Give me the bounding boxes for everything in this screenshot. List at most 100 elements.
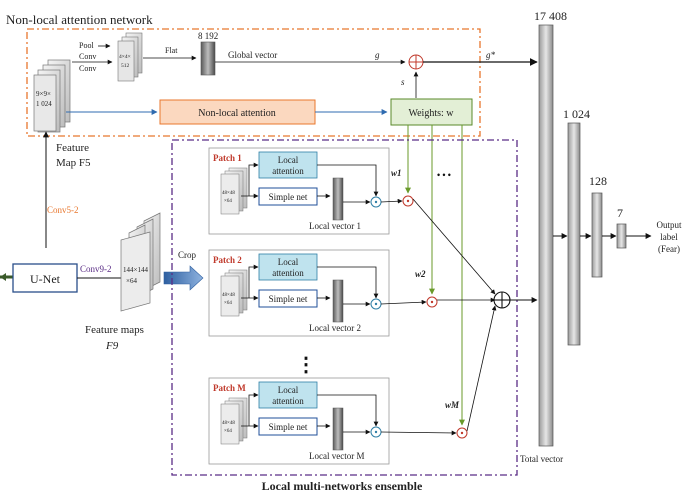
fc-layers-group: 17 408 Total vector 1 024 128 7 Output l… bbox=[520, 9, 682, 464]
nonlocal-attention-label: Non-local attention bbox=[198, 108, 275, 119]
fc-dim-4: 7 bbox=[617, 206, 623, 220]
fc-dim-1: 17 408 bbox=[534, 9, 567, 23]
ellipsis-dots: • • • bbox=[437, 170, 451, 180]
local-attention-line1-1: Local bbox=[278, 155, 299, 165]
arrow-multiplier-sum-1 bbox=[412, 198, 496, 295]
arrow-multiplier-sum-3 bbox=[466, 305, 497, 432]
feature-stack-f5 bbox=[33, 59, 71, 133]
output-label-line3: (Fear) bbox=[658, 244, 680, 254]
crop-arrow bbox=[163, 265, 204, 291]
local-vector-bar-2 bbox=[332, 279, 344, 323]
patch-stack-front-1 bbox=[220, 173, 240, 215]
weight-multiplier-center-2 bbox=[430, 300, 434, 304]
arrow-dot-multiplier-2 bbox=[380, 299, 427, 305]
dim-1024: 1 024 bbox=[36, 100, 52, 108]
weight-label-3: wM bbox=[445, 400, 460, 410]
weight-multiplier-center-3 bbox=[460, 431, 464, 435]
simple-net-box-2 bbox=[258, 289, 318, 308]
label-feature-f5-line2: Map F5 bbox=[56, 157, 91, 169]
weights-box bbox=[390, 98, 473, 126]
simple-net-box-3 bbox=[258, 417, 318, 436]
label-g-star: g* bbox=[486, 50, 496, 60]
nonlocal-network-title: Non-local attention network bbox=[6, 12, 153, 27]
label-s: s bbox=[401, 77, 405, 87]
simple-net-label-2: Simple net bbox=[269, 294, 308, 304]
fc-bar-2 bbox=[567, 122, 581, 346]
fc-dim-2: 1 024 bbox=[563, 107, 590, 121]
patch-stack-front-3 bbox=[220, 403, 240, 445]
arrow-localatt-dot-1 bbox=[317, 164, 379, 197]
arrow-stack-localatt-2 bbox=[248, 264, 259, 298]
flat-vector-bar bbox=[200, 41, 216, 76]
fc-bar-1 bbox=[538, 24, 554, 447]
patch-size-line1-3: 48×48 bbox=[222, 421, 235, 426]
output-label-line2: label bbox=[660, 232, 678, 242]
unet-label: U-Net bbox=[30, 272, 61, 286]
label-feature-f5-line1: Feature bbox=[56, 142, 89, 154]
local-vector-bar-1 bbox=[332, 177, 344, 221]
simple-net-label-1: Simple net bbox=[269, 192, 308, 202]
total-vector-label: Total vector bbox=[520, 454, 563, 464]
arrow-dot-multiplier-1 bbox=[380, 198, 403, 204]
local-attention-line2-2: attention bbox=[272, 268, 304, 278]
arrow-localatt-dot-2 bbox=[317, 266, 379, 299]
local-attention-line1-2: Local bbox=[278, 257, 299, 267]
ensemble-frame bbox=[171, 139, 518, 476]
simple-net-label-3: Simple net bbox=[269, 422, 308, 432]
fc-bar-3 bbox=[591, 192, 603, 278]
patch-size-line1-2: 48×48 bbox=[222, 293, 235, 298]
arrow-stack-localatt-1 bbox=[248, 162, 259, 196]
nonlocal-network-frame bbox=[26, 28, 481, 137]
label-conv-2: Conv bbox=[79, 64, 96, 73]
output-label-line1: Output bbox=[656, 220, 682, 230]
weight-label-2: w2 bbox=[415, 269, 426, 279]
vertical-dots: ⋮ bbox=[296, 354, 316, 376]
label-conv5-2: Conv5-2 bbox=[47, 205, 79, 215]
label-crop: Crop bbox=[178, 250, 197, 260]
simple-net-box-1 bbox=[258, 187, 318, 206]
label-conv-1: Conv bbox=[79, 52, 96, 61]
feature-stack-4x4 bbox=[117, 32, 143, 82]
dot-product-center-1 bbox=[374, 200, 378, 204]
arrow-dot-multiplier-3 bbox=[380, 430, 457, 436]
patch-stack-front-2 bbox=[220, 275, 240, 317]
patch-title-1: Patch 1 bbox=[213, 153, 242, 163]
dim-4x4: 4×4× bbox=[119, 54, 131, 60]
patch-size-line1-1: 48×48 bbox=[222, 191, 235, 196]
dim-512: 512 bbox=[121, 63, 130, 69]
label-pool: Pool bbox=[79, 41, 94, 50]
weight-label-1: w1 bbox=[391, 168, 402, 178]
dot-product-center-3 bbox=[374, 430, 378, 434]
local-vector-label-2: Local vector 2 bbox=[309, 323, 361, 333]
fc-bar-4 bbox=[616, 223, 627, 249]
local-attention-box-3 bbox=[258, 381, 318, 409]
local-attention-line1-3: Local bbox=[278, 385, 299, 395]
label-conv9-2: Conv9-2 bbox=[80, 264, 112, 274]
patch-size-line2-1: ×64 bbox=[224, 199, 232, 204]
label-g: g bbox=[375, 50, 380, 60]
local-vector-label-1: Local vector 1 bbox=[309, 221, 361, 231]
fc-dim-3: 128 bbox=[589, 174, 607, 188]
weight-multiplier-center-1 bbox=[406, 199, 410, 203]
patch-size-line2-2: ×64 bbox=[224, 301, 232, 306]
local-attention-line2-3: attention bbox=[272, 396, 304, 406]
weights-label: Weights: w bbox=[408, 108, 454, 119]
local-vector-bar-3 bbox=[332, 407, 344, 451]
patch-title-2: Patch 2 bbox=[213, 255, 242, 265]
label-global-vector: Global vector bbox=[228, 50, 277, 60]
arrow-stack-localatt-3 bbox=[248, 392, 259, 426]
label-feature-f9-line2: F9 bbox=[105, 340, 119, 352]
label-flat: Flat bbox=[165, 46, 178, 55]
dot-product-center-2 bbox=[374, 302, 378, 306]
ensemble-title: Local multi-networks ensemble bbox=[262, 479, 423, 493]
local-attention-line2-1: attention bbox=[272, 166, 304, 176]
patch-size-line2-3: ×64 bbox=[224, 429, 232, 434]
dim-9x9: 9×9× bbox=[36, 90, 51, 98]
patch-title-3: Patch M bbox=[213, 383, 246, 393]
dim-144-line1: 144×144 bbox=[123, 266, 148, 274]
dim-8192: 8 192 bbox=[198, 31, 218, 41]
local-vector-label-3: Local vector M bbox=[309, 451, 364, 461]
dim-144-line2: ×64 bbox=[126, 277, 137, 285]
